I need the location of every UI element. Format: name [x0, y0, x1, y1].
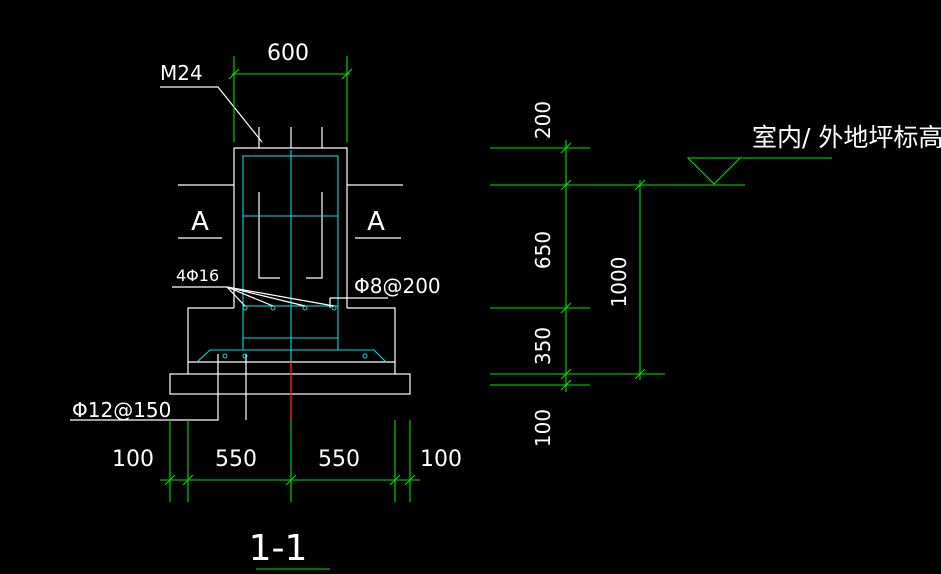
elev-dim-100: 100 — [531, 409, 555, 447]
bottom-bar-label: Φ12@150 — [72, 398, 171, 422]
top-dim-label: 600 — [267, 41, 309, 66]
text-labels: 600 M24 A A 4Φ16 Φ8@200 Φ12@150 100 550 … — [72, 41, 941, 569]
bottom-dimension — [160, 420, 420, 502]
rebar-cage — [196, 150, 387, 363]
bottom-dim-3: 550 — [318, 447, 360, 472]
floor-level-label: 室内/ 外地坪标高 — [752, 123, 941, 152]
bolt-label: M24 — [160, 61, 203, 85]
elev-dim-350: 350 — [531, 327, 555, 365]
rebar-main-label: 4Φ16 — [176, 266, 219, 285]
bottom-dim-1: 100 — [112, 447, 154, 472]
elev-dim-200: 200 — [531, 101, 555, 139]
section-title: 1-1 — [249, 528, 308, 569]
bottom-dim-4: 100 — [420, 447, 462, 472]
rebar-leaders — [160, 86, 388, 308]
elev-dim-650: 650 — [531, 231, 555, 269]
elevation-dimension — [490, 140, 745, 392]
top-dimension — [228, 56, 353, 142]
floor-level-marker — [686, 157, 832, 185]
total-height-label: 1000 — [607, 257, 631, 308]
section-left-label: A — [191, 207, 209, 237]
stirrup-label: Φ8@200 — [354, 274, 441, 298]
section-right-label: A — [367, 207, 385, 237]
bottom-dim-2: 550 — [215, 447, 257, 472]
